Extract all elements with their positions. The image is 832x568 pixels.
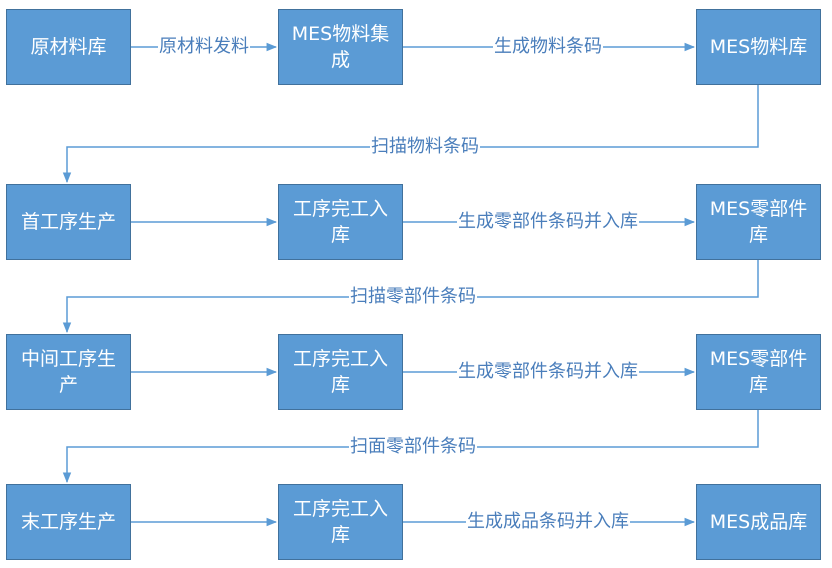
node-label: MES物料集成	[291, 23, 390, 71]
edge-label-gen-material-barcode: 生成物料条码	[493, 36, 603, 58]
node-label: MES零部件库	[709, 348, 808, 396]
node-last-process: 末工序生产	[6, 484, 131, 560]
edge-label-gen-product-barcode: 生成成品条码并入库	[466, 511, 630, 533]
edge-label-gen-parts-barcode-1: 生成零部件条码并入库	[457, 211, 639, 233]
edge-label-scan-material-barcode: 扫描物料条码	[370, 136, 480, 158]
node-first-process: 首工序生产	[6, 184, 131, 260]
node-label: MES成品库	[709, 511, 808, 533]
node-label: 首工序生产	[20, 211, 116, 233]
node-raw-store: 原材料库	[6, 9, 131, 85]
node-process-done-2: 工序完工入库	[278, 334, 403, 410]
node-label: 工序完工入库	[292, 348, 388, 396]
node-label: 原材料库	[30, 36, 107, 58]
node-label: MES零部件库	[709, 198, 808, 246]
node-mes-parts-store-1: MES零部件库	[696, 184, 821, 260]
node-middle-process: 中间工序生产	[6, 334, 131, 410]
node-mes-material-store: MES物料库	[696, 9, 821, 85]
node-label: 中间工序生产	[20, 348, 116, 396]
node-process-done-1: 工序完工入库	[278, 184, 403, 260]
edge-scan-material-barcode	[62, 84, 759, 184]
edge-label-scan-parts-barcode: 扫描零部件条码	[349, 286, 477, 308]
node-label: 末工序生产	[20, 511, 116, 533]
node-label: 工序完工入库	[292, 498, 388, 546]
node-process-done-3: 工序完工入库	[278, 484, 403, 560]
node-mes-parts-store-2: MES零部件库	[696, 334, 821, 410]
node-mes-product-store: MES成品库	[696, 484, 821, 560]
edge-label-gen-parts-barcode-2: 生成零部件条码并入库	[457, 361, 639, 383]
edge-label-raw-issue: 原材料发料	[158, 36, 250, 58]
edge-label-scan-face-parts-barcode: 扫面零部件条码	[349, 436, 477, 458]
node-label: 工序完工入库	[292, 198, 388, 246]
node-mes-material-integration: MES物料集成	[278, 9, 403, 85]
node-label: MES物料库	[709, 36, 808, 58]
